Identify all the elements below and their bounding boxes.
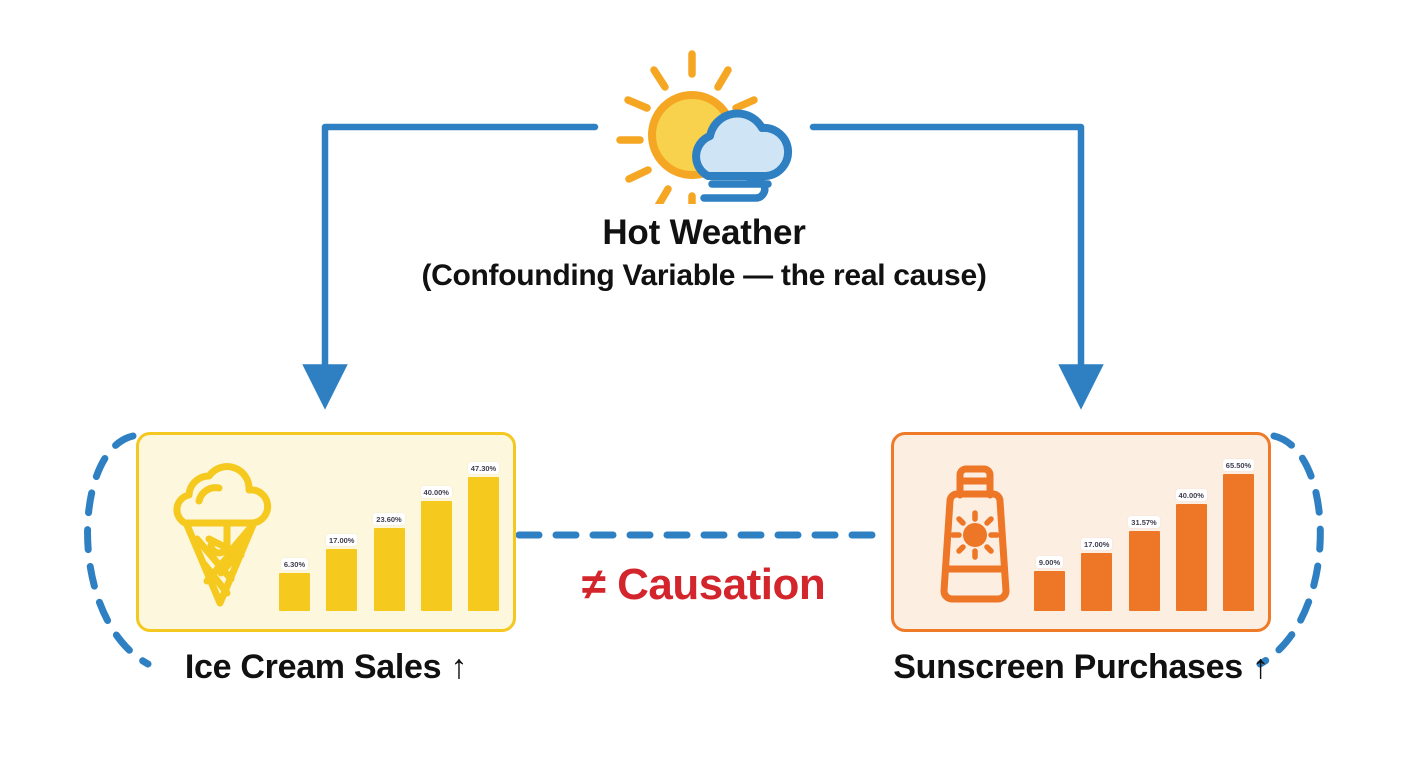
- heading-main-text: Hot Weather: [602, 213, 806, 252]
- bar-column: 23.60%: [373, 451, 405, 611]
- bar-column: 65.50%: [1222, 451, 1255, 611]
- verdict-text: ≠ Causation: [581, 560, 826, 609]
- bar-value-label: 40.00%: [1175, 489, 1207, 501]
- bar-column: 17.00%: [326, 451, 358, 611]
- bar-rect: [326, 549, 358, 611]
- bar-value-label: 6.30%: [280, 558, 309, 570]
- ice-cream-bar-chart: 6.30% 17.00% 23.60% 40.00% 47.30%: [279, 451, 500, 611]
- sunscreen-bar-chart: 9.00% 17.00% 31.57% 40.00% 65.50%: [1034, 451, 1255, 611]
- bar-rect: [1034, 571, 1065, 611]
- sunscreen-card: 9.00% 17.00% 31.57% 40.00% 65.50%: [891, 432, 1271, 632]
- bar-rect: [1223, 474, 1254, 611]
- bar-value-label: 23.60%: [373, 513, 405, 525]
- bar-column: 40.00%: [1175, 451, 1207, 611]
- ice-cream-bars: 6.30% 17.00% 23.60% 40.00% 47.30%: [279, 451, 500, 611]
- heading-subtitle-text: (Confounding Variable — the real cause): [421, 259, 987, 293]
- bar-value-label: 17.00%: [1081, 538, 1113, 550]
- sunscreen-caption: Sunscreen Purchases ↑: [893, 648, 1269, 686]
- bar-column: 47.30%: [467, 451, 500, 611]
- bar-value-label: 17.00%: [326, 534, 358, 546]
- bar-value-label: 65.50%: [1222, 459, 1255, 471]
- bar-column: 31.57%: [1128, 451, 1160, 611]
- ice-cream-cone-icon: [173, 463, 272, 607]
- ice-cream-caption: Ice Cream Sales ↑: [184, 648, 468, 686]
- page-title: Hot Weather (Confounding Variable — the …: [304, 212, 1104, 295]
- bar-column: 17.00%: [1081, 451, 1113, 611]
- bar-value-label: 47.30%: [467, 462, 500, 474]
- bar-rect: [279, 573, 310, 611]
- sunscreen-bottle-icon: [940, 465, 1010, 603]
- bar-column: 9.00%: [1034, 451, 1065, 611]
- cloud-shape: [692, 109, 793, 180]
- bar-rect: [1175, 504, 1207, 611]
- bar-rect: [1128, 531, 1160, 611]
- bar-column: 40.00%: [420, 451, 452, 611]
- bar-rect: [1081, 553, 1113, 611]
- ice-cream-card: 6.30% 17.00% 23.60% 40.00% 47.30%: [136, 432, 516, 632]
- sunscreen-bars: 9.00% 17.00% 31.57% 40.00% 65.50%: [1034, 451, 1255, 611]
- bar-column: 6.30%: [279, 451, 310, 611]
- bar-rect: [420, 501, 452, 611]
- sun-behind-cloud-with-wind-icon: [616, 50, 793, 204]
- bar-rect: [373, 528, 405, 611]
- bar-rect: [468, 477, 499, 611]
- bar-value-label: 31.57%: [1128, 516, 1160, 528]
- bar-value-label: 9.00%: [1035, 556, 1064, 568]
- bar-value-label: 40.00%: [420, 486, 452, 498]
